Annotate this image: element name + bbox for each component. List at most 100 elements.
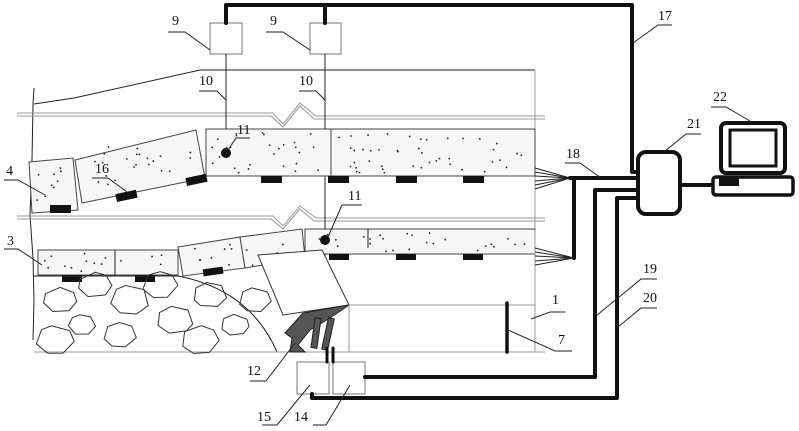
speck [52,186,55,189]
speck [336,245,339,248]
speck [432,242,435,245]
svg-text:20: 20 [643,291,657,306]
caved-rock [193,281,228,307]
sensor-box-left [209,22,243,55]
speck [218,156,221,158]
speck [235,132,238,135]
speck [369,242,372,245]
caved-rock [142,271,179,299]
rock-speckles [36,132,526,273]
speck [103,153,106,155]
speck [425,241,428,244]
speck [417,147,420,150]
speck [119,260,122,262]
speck [138,153,141,156]
speck [107,146,110,148]
strain-pad [463,254,483,260]
label-16: 16 [92,162,128,193]
speck [251,264,254,267]
speck [317,169,319,172]
speck [349,147,352,149]
upper-break-line [17,102,545,128]
coal-seam [348,230,536,354]
speck [492,245,495,248]
speck [114,179,116,182]
label-4: 4 [4,164,46,196]
upper-block-4 [28,157,79,214]
speck [53,173,55,176]
caved-rock [103,321,137,348]
speck [392,249,394,252]
speck [105,175,108,177]
caved-rock [42,286,78,313]
speck [233,167,236,170]
label-9b: 9 [266,14,311,51]
strain-pad [135,275,155,282]
speck [152,160,155,162]
speck [362,235,365,238]
speck [318,238,321,240]
speck [230,248,233,250]
speck [277,147,280,150]
speck [37,173,40,176]
speck [412,165,415,168]
speck [428,161,431,164]
speck [523,243,526,246]
speck [159,155,162,158]
speck [189,151,192,154]
controller-box-15 [296,361,330,395]
speck [44,195,47,198]
speck [70,266,73,269]
svg-text:11: 11 [237,123,250,138]
speck [100,263,103,265]
speck [446,137,449,140]
speck [369,238,372,240]
speck [355,166,357,169]
anchor-point-lower [320,235,330,245]
label-14: 14 [294,384,351,426]
label-3: 3 [4,234,43,266]
label-15: 15 [257,384,311,426]
label-10b: 10 [299,74,326,101]
speck [106,183,109,186]
speck [449,163,452,166]
svg-text:7: 7 [558,333,565,348]
speck [492,148,495,151]
caved-rock [157,305,194,334]
caved-rock [78,271,113,298]
speck [367,134,369,136]
pressure-box-14 [332,361,366,395]
svg-text:14: 14 [294,410,308,425]
speck [136,147,139,150]
speck [97,181,100,183]
label-19: 19 [595,262,657,317]
speck [397,150,399,153]
label-11b: 11 [327,189,362,238]
speck [199,259,202,261]
speck [506,237,509,240]
speck [406,232,409,235]
speck [358,171,361,174]
speck [353,149,356,152]
speck [499,159,501,162]
speck [160,169,163,172]
speck [135,163,137,166]
svg-text:15: 15 [257,410,271,425]
svg-text:9: 9 [270,14,277,29]
speck [147,163,150,166]
speck [282,143,285,146]
speck [490,243,493,246]
label-17: 17 [632,9,672,44]
caved-rock [67,314,97,335]
lower-block-right [304,228,536,255]
speck [225,146,228,149]
speck [80,270,83,273]
speck [462,137,464,140]
strain-pad [62,275,82,282]
speck [520,154,523,157]
speck [478,137,481,140]
svg-text:12: 12 [247,364,261,379]
caved-rock [239,287,272,313]
speck [381,168,384,171]
